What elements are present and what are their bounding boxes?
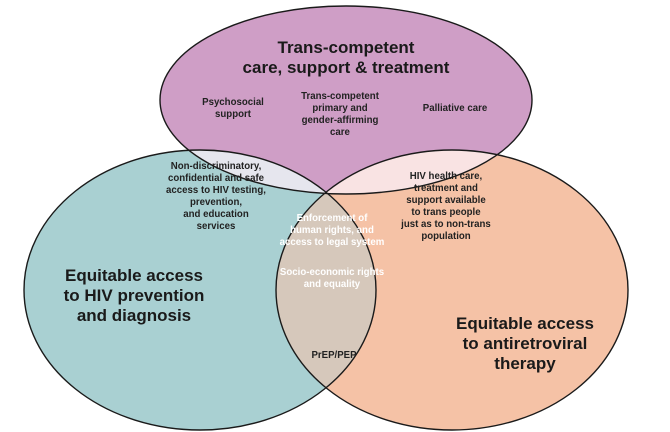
center-label-human-rights: Enforcement of human rights, and access … (279, 212, 385, 248)
outline-left (23, 149, 377, 431)
center-label-socio-economic: Socio-economic rights and equality (279, 266, 385, 290)
top-item-psychosocial: Psychosocial support (202, 96, 264, 120)
circle-top (160, 6, 532, 194)
outline-right (275, 149, 629, 431)
overlap-top-right-label: HIV health care, treatment and support a… (401, 170, 491, 242)
left-circle-title: Equitable access to HIV prevention and d… (63, 266, 205, 325)
overlap-left-right-label: PrEP/PEP (311, 349, 357, 361)
circle-outlines (23, 5, 629, 431)
top-circle-title: Trans-competent care, support & treatmen… (242, 38, 450, 77)
circle-left (24, 150, 376, 430)
top-item-trans-competent-care: Trans-competent primary and gender-affir… (301, 90, 379, 138)
right-circle-title: Equitable access to antiretroviral thera… (456, 314, 594, 373)
outline-top (159, 5, 533, 195)
circle-right (276, 150, 628, 430)
top-item-palliative: Palliative care (422, 102, 488, 114)
overlap-top-left-label: Non-discriminatory, confidential and saf… (166, 160, 266, 232)
